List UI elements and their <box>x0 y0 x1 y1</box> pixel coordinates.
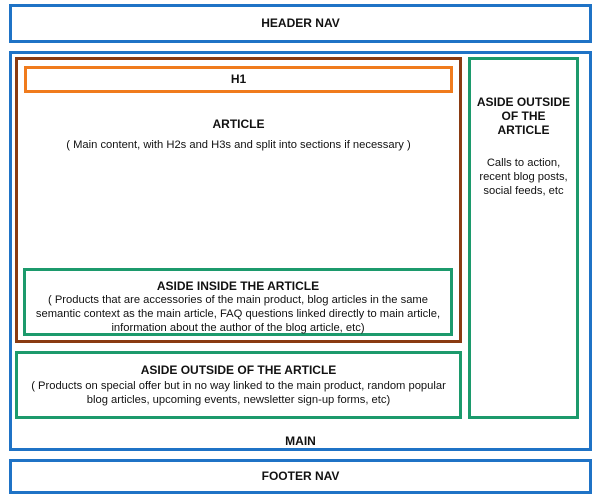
aside-outside-article-right-description: Calls to action, recent blog posts, soci… <box>479 157 568 197</box>
footer-nav-label: FOOTER NAV <box>261 469 340 483</box>
aside-inside-article-title: ASIDE INSIDE THE ARTICLE <box>156 279 320 293</box>
article-title: ARTICLE <box>212 117 265 131</box>
aside-inside-article-box: ASIDE INSIDE THE ARTICLE ( Products that… <box>23 268 453 336</box>
aside-outside-article-right-box: ASIDE OUTSIDE OF THE ARTICLE Calls to ac… <box>468 57 579 419</box>
aside-inside-article-description: ( Products that are accessories of the m… <box>35 294 441 334</box>
aside-outside-article-bottom-box: ASIDE OUTSIDE OF THE ARTICLE ( Products … <box>15 351 462 419</box>
h1-label: H1 <box>230 72 247 86</box>
header-nav-box: HEADER NAV <box>9 4 592 43</box>
footer-nav-box: FOOTER NAV <box>9 459 592 494</box>
article-description: ( Main content, with H2s and H3s and spl… <box>66 139 411 151</box>
aside-outside-article-bottom-title: ASIDE OUTSIDE OF THE ARTICLE <box>140 363 337 377</box>
main-label: MAIN <box>285 434 316 448</box>
h1-box: H1 <box>24 66 453 93</box>
aside-outside-article-bottom-description: ( Products on special offer but in no wa… <box>31 380 446 406</box>
aside-outside-article-right-title: ASIDE OUTSIDE OF THE ARTICLE <box>476 95 571 137</box>
header-nav-label: HEADER NAV <box>261 16 340 30</box>
